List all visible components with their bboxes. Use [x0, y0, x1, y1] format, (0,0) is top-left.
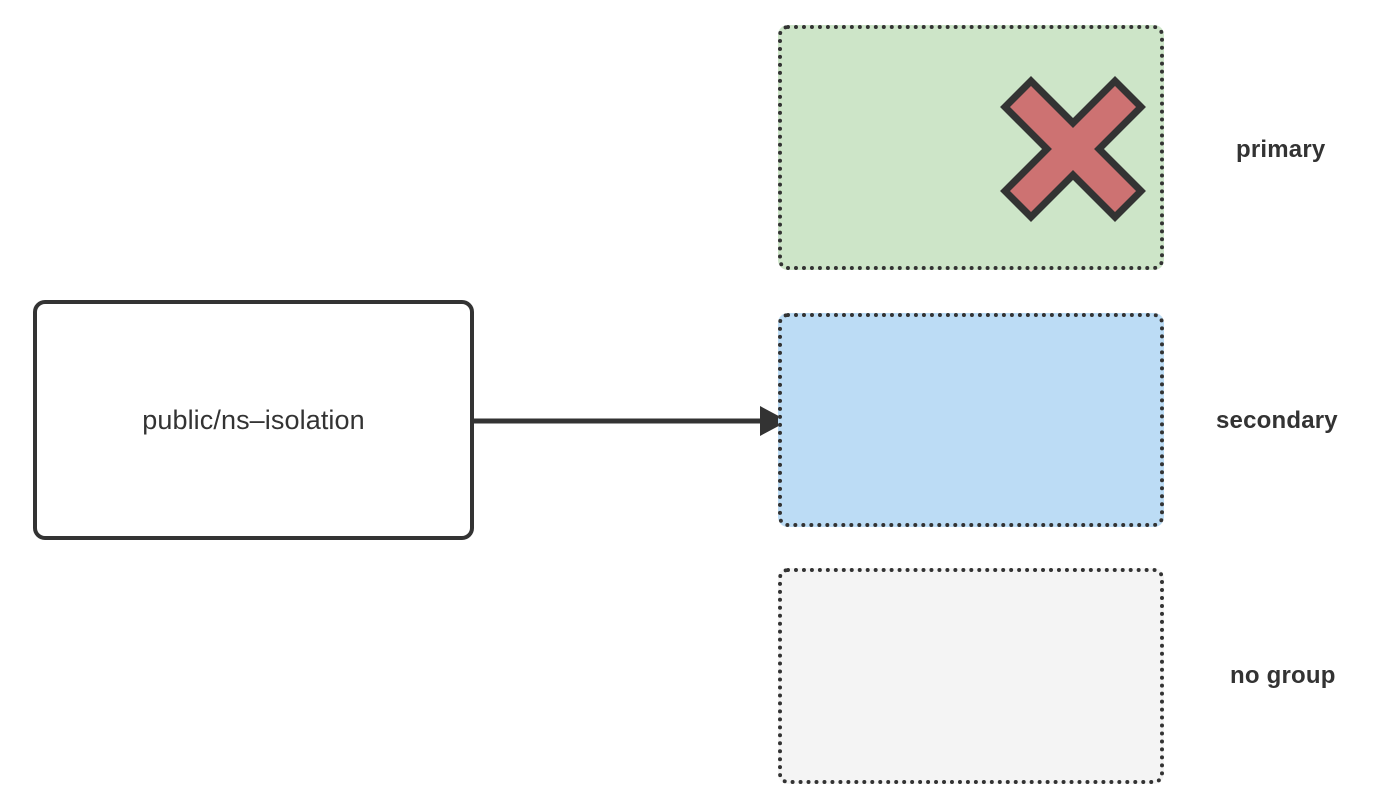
namespace-box[interactable]: public/ns–isolation [33, 300, 474, 540]
group-primary[interactable]: broker1 [778, 25, 1164, 270]
role-label-secondary: secondary [1216, 407, 1338, 434]
role-label-primary: primary [1236, 136, 1326, 163]
arrow-right-icon [474, 406, 788, 436]
group-secondary[interactable]: broker2 [778, 313, 1164, 527]
group-no-group[interactable]: broker3 [778, 568, 1164, 784]
namespace-label: public/ns–isolation [142, 404, 365, 435]
role-label-no-group: no group [1230, 662, 1336, 689]
